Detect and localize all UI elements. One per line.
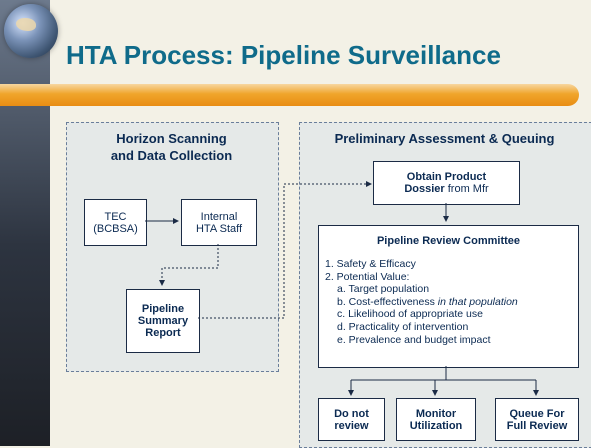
slide-title: HTA Process: Pipeline Surveillance (66, 40, 501, 70)
do-not-review-box: Do not review (318, 398, 385, 441)
internal-to-summary-arrow (159, 244, 219, 286)
criterion-d: d. Practicality of intervention (337, 320, 469, 333)
criterion-value: 2. Potential Value: (325, 270, 410, 283)
monitor-utilization-box: Monitor Utilization (396, 398, 476, 441)
orange-divider (0, 84, 579, 106)
criterion-safety: 1. Safety & Efficacy (325, 258, 416, 270)
pipeline-review-committee-box: Pipeline Review Committee 1. Safety & Ef… (318, 225, 579, 368)
tec-box: TEC (BCBSA) (84, 199, 147, 246)
left-decorative-bar (0, 0, 50, 446)
committee-title: Pipeline Review Committee (376, 235, 521, 247)
criterion-b: b. Cost-effectiveness in that population (337, 295, 518, 308)
criterion-a: a. Target population (337, 283, 430, 296)
queue-full-review-box: Queue For Full Review (495, 398, 579, 441)
committee-criteria-list: 1. Safety & Efficacy 2. Potential Value:… (325, 258, 518, 346)
criterion-e: e. Prevalence and budget impact (337, 333, 491, 346)
summary-to-dossier-arrow (198, 181, 372, 319)
internal-hta-staff-box: Internal HTA Staff (181, 199, 257, 246)
criterion-c: c. Likelihood of appropriate use (337, 308, 483, 321)
obtain-dossier-box: Obtain Product Dossier from Mfr (373, 161, 520, 205)
globe-icon (4, 4, 58, 58)
pipeline-summary-report-box: Pipeline Summary Report (126, 289, 200, 353)
preliminary-assessment-title: Preliminary Assessment & Queuing (334, 131, 555, 146)
horizon-scanning-title: Horizon Scanning and Data Collection (110, 131, 233, 163)
